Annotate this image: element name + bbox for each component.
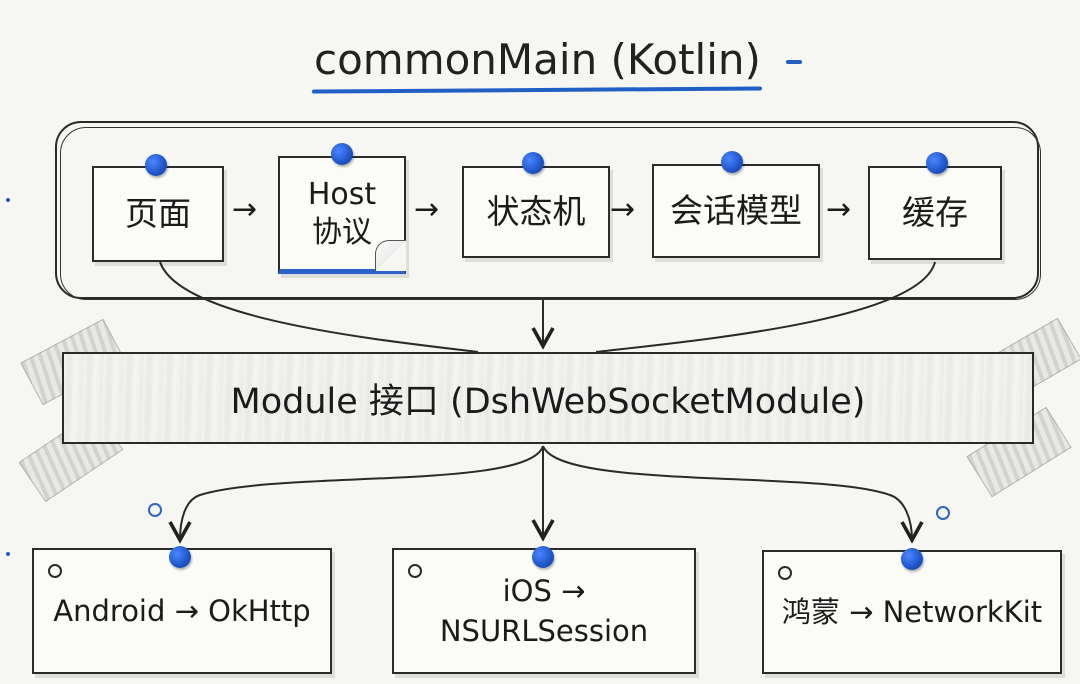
margin-dot — [6, 198, 10, 202]
node-session-model-label: 会话模型 — [670, 191, 802, 230]
arrow-host-to-state: → — [414, 192, 440, 227]
pin-icon — [901, 548, 923, 570]
platform-android: Android → OkHttp — [32, 548, 332, 674]
ring-icon — [48, 564, 62, 578]
ring-icon — [936, 506, 950, 520]
connector-page-to-module — [159, 261, 479, 353]
common-main-frame — [55, 121, 1041, 300]
arrow-module-to-harmony — [542, 445, 924, 544]
connector-cache-to-module — [595, 261, 936, 353]
arrow-state-to-session: → — [610, 192, 636, 227]
pin-icon — [721, 151, 743, 173]
platform-ios: iOS → NSURLSession — [392, 548, 696, 674]
module-interface-label: Module 接口 (DshWebSocketModule) — [230, 381, 866, 422]
diagram-title: commonMain (Kotlin) — [314, 35, 761, 84]
ring-icon — [778, 566, 792, 580]
pin-icon — [331, 143, 353, 165]
node-page: 页面 — [92, 166, 224, 262]
pin-icon — [926, 152, 948, 174]
ring-icon — [408, 564, 422, 578]
arrow-page-to-host: → — [232, 192, 258, 227]
node-state-machine-label: 状态机 — [486, 192, 586, 231]
platform-android-label: Android → OkHttp — [53, 594, 311, 628]
arrow-session-to-cache: → — [826, 192, 852, 227]
platform-harmony: 鸿蒙 → NetworkKit — [762, 550, 1062, 674]
page-curl — [375, 240, 406, 271]
node-page-label: 页面 — [125, 194, 191, 233]
title-dash — [786, 60, 802, 64]
node-session-model: 会话模型 — [652, 164, 820, 258]
node-state-machine: 状态机 — [462, 166, 610, 258]
platform-ios-label: iOS → NSURLSession — [439, 574, 649, 648]
node-host-protocol: Host 协议 — [278, 156, 406, 274]
node-cache-label: 缓存 — [902, 193, 968, 232]
module-interface-bar: Module 接口 (DshWebSocketModule) — [62, 352, 1034, 444]
node-host-protocol-label: Host 协议 — [307, 176, 377, 250]
pin-icon — [145, 154, 167, 176]
pin-icon — [522, 152, 544, 174]
ring-icon — [148, 503, 162, 517]
platform-harmony-label: 鸿蒙 → NetworkKit — [781, 595, 1043, 629]
arrow-module-to-android — [168, 445, 544, 544]
pin-icon — [532, 546, 554, 568]
margin-dot — [6, 552, 10, 556]
pin-icon — [169, 546, 191, 568]
node-cache: 缓存 — [868, 166, 1002, 260]
